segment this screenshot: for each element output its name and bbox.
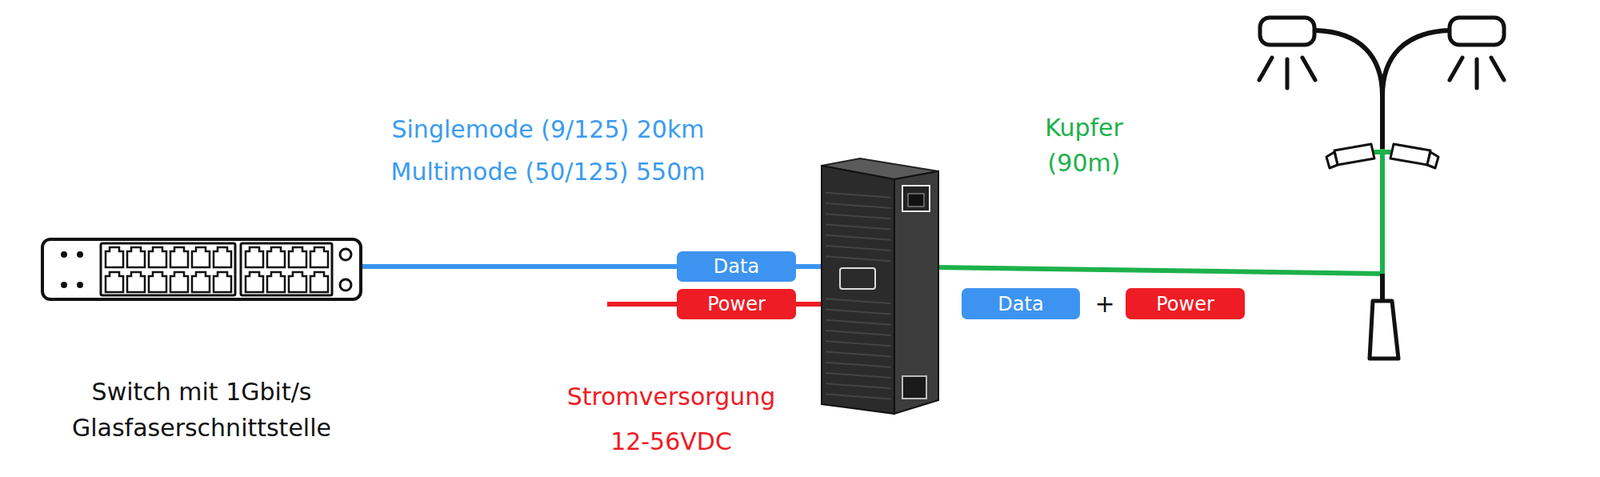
pole	[1380, 273, 1385, 303]
converter-logo	[840, 268, 876, 289]
power-label: Stromversorgung	[564, 382, 780, 411]
fiber-connector	[362, 266, 677, 268]
tag-text: Power	[1156, 292, 1215, 316]
copper-label: Kupfer	[1041, 113, 1127, 142]
converter-fins	[825, 192, 892, 400]
power-tag: Power	[676, 288, 796, 320]
tag-text: Data	[713, 255, 760, 278]
data-tag: Data	[676, 251, 796, 282]
rj45-port	[902, 185, 930, 212]
pole-cable	[1380, 148, 1385, 274]
rj45-socket	[908, 193, 924, 207]
switch-node: Switch mit 1Gbit/s Glasfaserschnittstell…	[40, 237, 363, 301]
device-caption: Switch mit 1Gbit/s Glasfaserschnittstell…	[13, 373, 390, 446]
tag-text: Power	[707, 292, 766, 316]
lamp-head	[1260, 17, 1315, 45]
copper-wire	[936, 267, 1383, 274]
sfp-port	[902, 376, 927, 399]
light-rays	[1259, 57, 1504, 88]
lamp-arm	[1382, 30, 1450, 96]
tag-text: Data	[997, 292, 1044, 316]
plus-sign: +	[1091, 289, 1118, 318]
converter-front	[821, 165, 895, 414]
power-tag: Power	[1125, 288, 1245, 320]
lamp-base	[1369, 300, 1399, 359]
fiber-spec: Multimode (50/125) 550m	[388, 157, 709, 186]
data-tag: Data	[961, 288, 1080, 320]
camera	[1326, 144, 1439, 168]
switch-ports	[60, 243, 352, 296]
switch-body	[42, 239, 361, 300]
fiber-wire	[792, 264, 824, 269]
lamp-head	[1449, 17, 1504, 45]
lamp-arm	[1316, 30, 1383, 149]
voltage-range: 12-56VDC	[607, 427, 736, 456]
copper-length: (90m)	[1044, 148, 1124, 177]
connector-line	[362, 264, 677, 269]
converter-side	[894, 171, 939, 414]
fiber-spec: Singlemode (9/125) 20km	[388, 115, 708, 144]
